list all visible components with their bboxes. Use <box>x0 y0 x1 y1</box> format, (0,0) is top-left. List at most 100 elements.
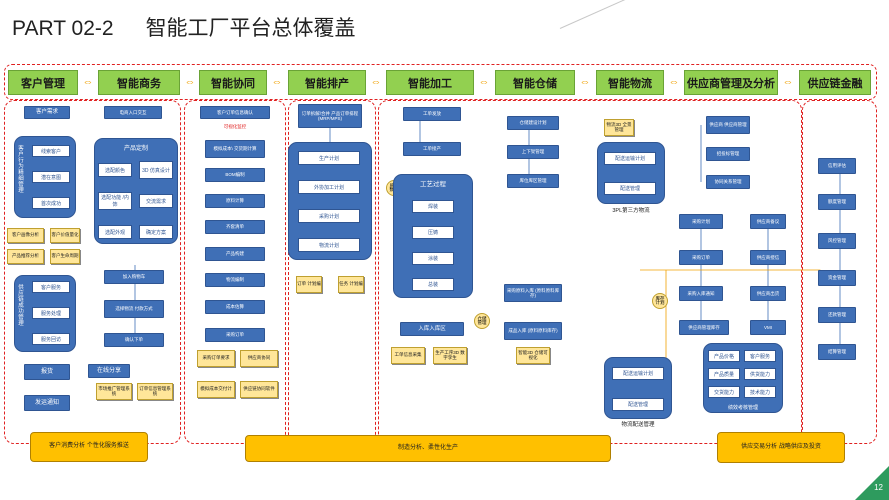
supplier-management[interactable]: 供应商 供应商管理 <box>706 116 750 134</box>
supplier-vmi[interactable]: VMI <box>750 320 786 335</box>
collab-order-confirm[interactable]: 客户订单信息确认 <box>200 106 270 119</box>
module-logistics[interactable]: 智能物流 <box>596 70 664 95</box>
logistics-transport-plan-1[interactable]: 配送运输计划 <box>604 152 656 165</box>
schedule-outsource[interactable]: 外协加工计划 <box>298 180 360 194</box>
finance-repayment[interactable]: 还款管理 <box>818 307 856 323</box>
logistics-circle: 库存 计划 <box>652 293 668 309</box>
crm-shipping-notice[interactable]: 发运通知 <box>24 395 70 411</box>
logistics-3pl-label: 3PL第三方物流 <box>612 208 650 214</box>
note-cost-delivery: 模拟成本交付计 <box>197 381 235 398</box>
kpi-delivery[interactable]: 交货能力 <box>708 386 740 398</box>
logistics-delivery-label: 物流配送管理 <box>621 422 655 428</box>
supplier-prep[interactable]: 供应商备议 <box>750 214 786 229</box>
warehouse-shelving[interactable]: 上下架管理 <box>507 145 559 159</box>
commerce-3d-design[interactable]: 3D 仿真设计 <box>139 161 173 179</box>
logistics-delivery-1[interactable]: 配送管理 <box>604 182 656 195</box>
supplier-credit[interactable]: 供应商授信 <box>750 250 786 265</box>
logistics-transport-plan-2[interactable]: 配送运输计划 <box>612 367 664 380</box>
module-finance[interactable]: 供应链金融 <box>799 70 871 95</box>
supplier-purchase-plan[interactable]: 采购计划 <box>679 214 723 229</box>
commerce-online-share[interactable]: 在线分享 <box>88 364 130 378</box>
logistics-delivery-2[interactable]: 配送管理 <box>612 398 664 411</box>
commerce-entry[interactable]: 电商入口交互 <box>104 106 162 119</box>
note-purchase-req: 采购订单要求 <box>197 350 235 367</box>
warehouse-build-plan[interactable]: 仓储建设计划 <box>507 116 559 130</box>
commerce-confirm-order[interactable]: 确认下单 <box>104 333 164 347</box>
collab-material-calc[interactable]: 原料计算 <box>205 194 265 208</box>
collab-cost-calc[interactable]: 模拟成本\ 交货期计算 <box>205 140 265 158</box>
supplier-purchase-order[interactable]: 采购订单 <box>679 250 723 265</box>
supplier-relations[interactable]: 协同关系管理 <box>706 175 750 189</box>
double-arrow-icon: ⇔ <box>478 76 490 88</box>
double-arrow-icon: ⇔ <box>579 76 591 88</box>
commerce-appearance[interactable]: 选配外观 <box>98 225 132 239</box>
module-process[interactable]: 智能加工 <box>386 70 474 95</box>
crm-group1-title: 客户行为精细管理 <box>18 146 24 195</box>
module-warehouse[interactable]: 智能仓储 <box>495 70 575 95</box>
kpi-quality[interactable]: 产品质量 <box>708 368 740 380</box>
warehouse-circle: 仓储 管理 <box>474 313 490 329</box>
process-assembly[interactable]: 总装 <box>412 278 454 291</box>
commerce-function[interactable]: 选配功能 /内饰 <box>98 192 132 210</box>
commerce-color[interactable]: 选配颜色 <box>98 163 132 177</box>
supplier-kpi-label: 绩效考核管理 <box>727 405 758 411</box>
schedule-purchase[interactable]: 采购计划 <box>298 209 360 223</box>
supplier-vmi-stock[interactable]: 供应商管理库存 <box>679 320 729 335</box>
note-logistics-3d: 物流3D 全景管理 <box>604 119 634 136</box>
process-flow-title: 工艺过程 <box>420 181 446 188</box>
process-work-order-issue[interactable]: 工单发放 <box>403 107 461 121</box>
commerce-exchange[interactable]: 交流需求 <box>139 194 173 208</box>
double-arrow-icon: ⇔ <box>370 76 382 88</box>
crm-report-goods[interactable]: 报货 <box>24 364 70 380</box>
module-supplier[interactable]: 供应商管理及分析 <box>684 70 778 95</box>
process-warehouse-in[interactable]: 入库入库区 <box>400 322 464 336</box>
warehouse-product-in[interactable]: 成品入库 (原料原料库存) <box>504 322 562 340</box>
collab-bom[interactable]: BOM编制 <box>205 168 265 182</box>
finance-risk[interactable]: 风控管理 <box>818 233 856 249</box>
collab-cost-estimate[interactable]: 成本估算 <box>205 300 265 314</box>
double-arrow-icon: ⇔ <box>668 76 680 88</box>
module-schedule[interactable]: 智能排产 <box>288 70 366 95</box>
warehouse-location[interactable]: 库位库区管理 <box>507 174 559 188</box>
bar-customer-analysis: 客户消费分析 个性化服务推送 <box>30 432 148 462</box>
crm-lead-customer[interactable]: 线索客户 <box>32 145 70 157</box>
finance-capital[interactable]: 资金管理 <box>818 270 856 286</box>
collab-purchase-order[interactable]: 采购订单 <box>205 328 265 342</box>
crm-service-handling[interactable]: 服务处理 <box>32 307 70 319</box>
process-painting[interactable]: 涂装 <box>412 252 454 265</box>
double-arrow-icon: ⇔ <box>184 76 196 88</box>
module-commerce[interactable]: 智能商务 <box>98 70 180 95</box>
warehouse-raw-in[interactable]: 采购原料入库 (原料原料库存) <box>504 284 562 302</box>
crm-service-revisit[interactable]: 服务回访 <box>32 333 70 345</box>
crm-first-success[interactable]: 首次成功 <box>32 197 70 209</box>
note-product-recommend: 产品推荐分析 <box>7 249 44 264</box>
module-crm[interactable]: 客户管理 <box>8 70 78 95</box>
kpi-service[interactable]: 客户服务 <box>744 350 776 362</box>
kpi-supply[interactable]: 供货能力 <box>744 368 776 380</box>
schedule-production[interactable]: 生产计划 <box>298 151 360 165</box>
crm-potential-intent[interactable]: 潜在意图 <box>32 171 70 183</box>
collab-product-build[interactable]: 产品构建 <box>205 247 265 261</box>
finance-settlement[interactable]: 结算管理 <box>818 344 856 360</box>
crm-customer-service[interactable]: 客户服务 <box>32 281 70 293</box>
finance-limit[interactable]: 额度管理 <box>818 194 856 210</box>
collab-logistics-plan[interactable]: 物流编制 <box>205 273 265 287</box>
supplier-shipment[interactable]: 供应商出货 <box>750 286 786 301</box>
schedule-logistics[interactable]: 物流计划 <box>298 238 360 252</box>
supplier-inbound-notice[interactable]: 采购入库通知 <box>679 286 723 301</box>
note-order-system: 订单信息管理系统 <box>137 383 173 400</box>
finance-credit-eval[interactable]: 信用评估 <box>818 158 856 174</box>
process-casting[interactable]: 压铸 <box>412 226 454 239</box>
commerce-confirm-plan[interactable]: 确定方案 <box>139 225 173 239</box>
crm-customer-demand[interactable]: 客户需求 <box>24 106 70 119</box>
process-work-order-receive[interactable]: 工单接产 <box>403 142 461 156</box>
supplier-bidding[interactable]: 招投标管理 <box>706 147 750 161</box>
commerce-add-cart[interactable]: 加入购物车 <box>104 270 164 284</box>
kpi-tech[interactable]: 技术能力 <box>744 386 776 398</box>
module-collab[interactable]: 智能协同 <box>199 70 267 95</box>
schedule-mrp[interactable]: 订单拆解/合并 产品订单排程 (MRP/MPS) <box>298 104 362 128</box>
collab-kit-list[interactable]: 齐套清单 <box>205 220 265 234</box>
process-welding[interactable]: 焊装 <box>412 200 454 213</box>
kpi-price[interactable]: 产品价格 <box>708 350 740 362</box>
commerce-payment[interactable]: 选择物流 付款方式 <box>104 300 164 318</box>
